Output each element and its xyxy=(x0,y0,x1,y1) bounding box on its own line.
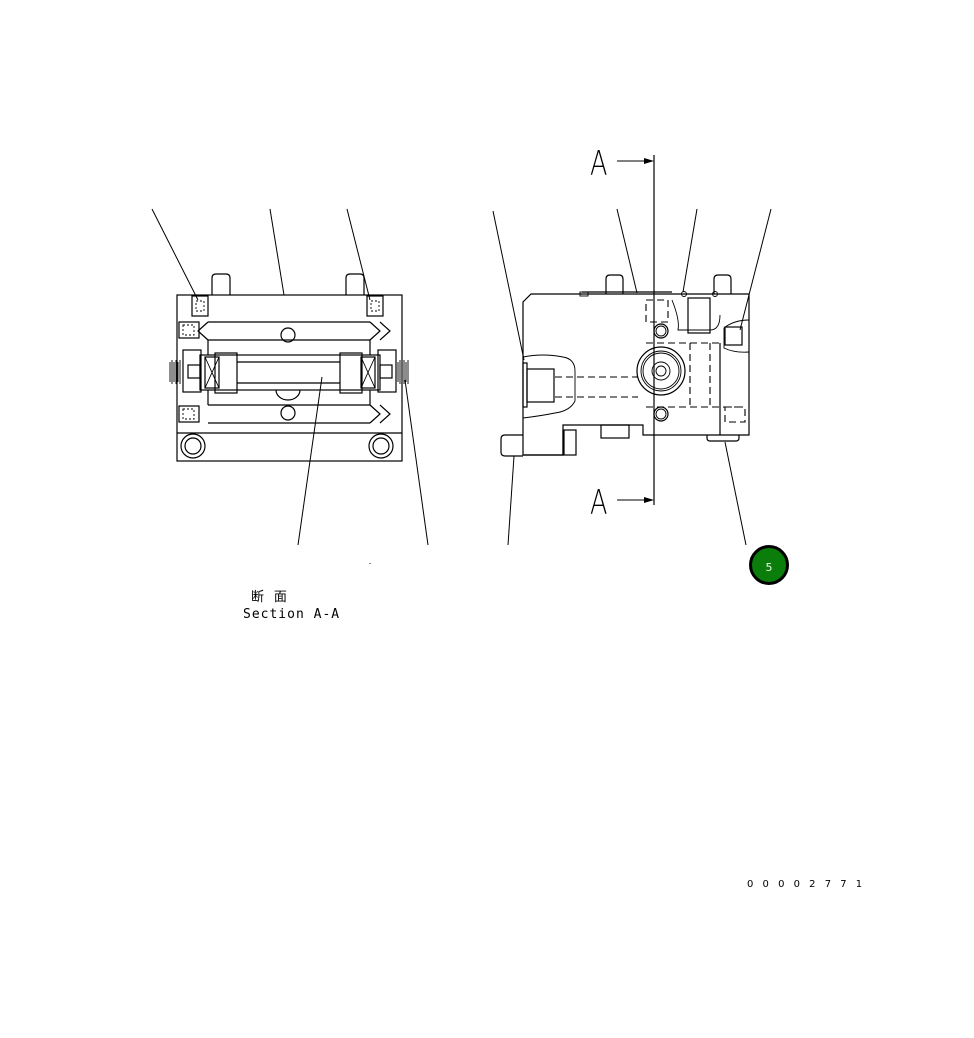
leader-line xyxy=(404,379,429,546)
leader-line xyxy=(269,208,285,296)
leader-line xyxy=(724,441,747,546)
leader-line xyxy=(739,208,772,331)
leader-line xyxy=(616,208,638,294)
leader-line xyxy=(151,208,199,301)
part-callout-5[interactable]: 5 xyxy=(749,545,789,585)
section-a-a-view xyxy=(151,208,429,546)
section-cut-label-bottom: A xyxy=(590,483,608,523)
leader-line xyxy=(682,208,698,293)
drawing-number: 0 0 0 0 2 7 7 1 xyxy=(747,879,866,890)
side-view xyxy=(369,155,772,564)
leader-line xyxy=(346,208,371,301)
callout-number: 5 xyxy=(765,560,773,574)
section-caption-jp: 断 面 xyxy=(251,590,288,605)
section-caption: 断 面 Section A-A xyxy=(243,589,340,623)
section-cut-label-top: A xyxy=(590,144,608,184)
section-caption-en: Section A-A xyxy=(243,607,341,622)
leader-line xyxy=(492,210,525,361)
leader-line xyxy=(297,376,323,546)
leader-line xyxy=(507,455,515,546)
